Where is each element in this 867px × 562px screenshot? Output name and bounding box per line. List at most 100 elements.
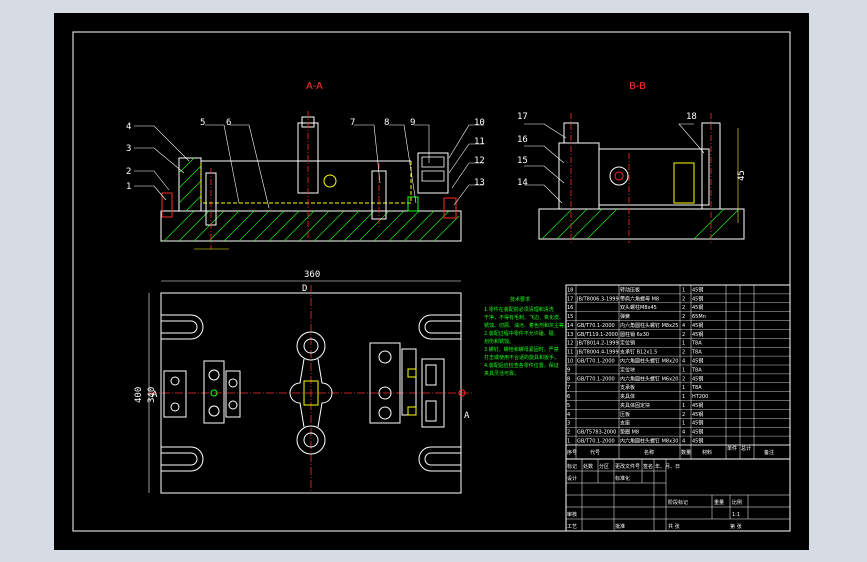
plan-left-block bbox=[163, 370, 187, 418]
bom-cell-material: 45钢 bbox=[692, 438, 703, 445]
bom-cell-qty: 2 bbox=[682, 376, 685, 382]
tb-zone: 分区 bbox=[599, 463, 609, 470]
bom-cell-material: 45钢 bbox=[692, 375, 703, 382]
bom-cell-no: 3 bbox=[567, 421, 570, 427]
section-aa-title: A-A bbox=[306, 81, 323, 92]
bom-cell-qty: 4 bbox=[682, 439, 685, 445]
bom-cell-no: 1 bbox=[567, 439, 570, 445]
plan-support-block bbox=[203, 360, 225, 424]
plan-right-locators bbox=[369, 342, 445, 428]
bom-cell-qty: 1 bbox=[682, 367, 685, 373]
bom-cell-name: 压板 bbox=[620, 411, 630, 418]
tb-stage: 阶段标记 bbox=[668, 499, 688, 506]
bom-header-total-weight: 总计 bbox=[741, 445, 751, 452]
technical-requirements: 技术要求 1.零件在装配前必须清理和清洗 干净，不得有毛刺、飞边、氧化皮、 锈蚀… bbox=[484, 296, 569, 377]
tech-note-line: 锈蚀、切屑、油污、着色剂和灰尘等。 bbox=[484, 322, 569, 329]
plan-width-dimension: 360 bbox=[304, 270, 320, 280]
bom-cell-qty: 1 bbox=[682, 287, 685, 293]
bom-cell-code: GB/T70.1-2000 bbox=[577, 376, 615, 382]
bom-cell-name: 圆柱销 6x30 bbox=[620, 331, 649, 338]
bom-cell-name: 垫圈 M8 bbox=[620, 429, 639, 436]
bom-cell-name: 支承板 bbox=[620, 384, 635, 391]
bom-cell-no: 8 bbox=[567, 376, 570, 382]
bom-cell-material: 45钢 bbox=[692, 358, 703, 365]
bom-cell-no: 7 bbox=[567, 385, 570, 391]
bb-base bbox=[538, 208, 745, 240]
bom-cell-material: 65Mn bbox=[692, 314, 706, 320]
bom-cell-material: T8A bbox=[691, 341, 702, 347]
tech-note-line: 3.螺钉、螺栓和螺母紧固时，严禁 bbox=[484, 346, 559, 353]
balloon-1: 1 bbox=[126, 182, 131, 192]
bom-cell-code: GB/T5783-2000 bbox=[577, 430, 616, 436]
aa-leaders bbox=[134, 124, 484, 209]
balloon-12: 12 bbox=[474, 156, 485, 166]
bom-cell-no: 13 bbox=[567, 332, 573, 338]
tech-note-line: 打击或使用不合适的旋具和扳手。 bbox=[484, 354, 559, 361]
bom-cell-material: 45钢 bbox=[692, 304, 703, 311]
aa-screw-13 bbox=[443, 197, 457, 219]
bom-cell-no: 16 bbox=[567, 305, 573, 311]
bom-cell-no: 15 bbox=[567, 314, 573, 320]
balloon-2: 2 bbox=[126, 167, 131, 177]
aa-screw-1 bbox=[161, 192, 173, 218]
bom-cell-code: GB/T70.1-2000 bbox=[577, 439, 615, 445]
plan-height-dimension: 400 bbox=[134, 387, 144, 403]
bom-cell-code: JB/T8004.4-1999 bbox=[576, 350, 619, 356]
tb-scale-value: 1:1 bbox=[732, 512, 740, 518]
bom-header-unit-weight: 单件 bbox=[727, 445, 737, 452]
bom-cell-name: 支座 bbox=[620, 420, 630, 427]
tech-note-line: 1.零件在装配前必须清理和清洗 bbox=[484, 306, 554, 313]
bom-cell-code: GB/T119.1-2000 bbox=[577, 332, 618, 338]
bom-header-qty: 数量 bbox=[681, 449, 691, 456]
section-bb-view: B-B 45 17 16 15 14 18 bbox=[517, 81, 747, 243]
bom-cell-qty: 2 bbox=[682, 412, 685, 418]
bom-cell-material: 45钢 bbox=[692, 331, 703, 338]
bom-column-lines bbox=[575, 285, 755, 459]
bom-cell-material: 45钢 bbox=[692, 402, 703, 409]
tb-scale: 比例 bbox=[732, 499, 742, 506]
bom-cell-name: 定位块 bbox=[620, 366, 635, 373]
bom-cell-qty: 1 bbox=[682, 341, 685, 347]
tech-notes-title: 技术要求 bbox=[510, 296, 530, 303]
section-aa-view: A-A bbox=[126, 81, 485, 250]
bom-cell-name: 夹具体 bbox=[620, 393, 635, 400]
aa-balloon-labels: 1 2 3 4 5 6 7 8 9 10 11 12 13 bbox=[126, 118, 485, 192]
bom-cell-qty: 1 bbox=[682, 385, 685, 391]
bom-cell-no: 2 bbox=[567, 430, 570, 436]
bom-cell-no: 4 bbox=[567, 412, 570, 418]
bom-cell-qty: 4 bbox=[682, 323, 685, 329]
balloon-8: 8 bbox=[384, 118, 389, 128]
tb-mark: 标记 bbox=[567, 463, 577, 470]
section-bb-title: B-B bbox=[629, 81, 646, 92]
bom-cell-material: T8A bbox=[691, 367, 702, 373]
tb-weight: 重量 bbox=[714, 499, 724, 506]
title-block: 标记 处数 分区 更改文件号 签名 年、月、日 设计 标准化 审核 工艺 批准 … bbox=[565, 458, 791, 532]
bom-cell-name: 带肩六角螺母 M8 bbox=[620, 295, 659, 302]
bom-cell-material: 45钢 bbox=[692, 429, 703, 436]
plan-section-mark-d: D bbox=[302, 284, 307, 294]
bom-cell-no: 17 bbox=[567, 296, 573, 302]
bom-cell-no: 6 bbox=[567, 394, 570, 400]
tb-signature: 签名 bbox=[643, 463, 653, 470]
bom-cell-material: HT200 bbox=[692, 394, 708, 400]
bom-cell-no: 11 bbox=[567, 350, 573, 356]
tech-note-line: 夹具灵活可靠。 bbox=[484, 370, 519, 377]
bom-cell-name: 内六角圆柱头螺钉 M8x20 bbox=[620, 358, 678, 365]
bom-cell-no: 18 bbox=[567, 287, 573, 293]
balloon-4: 4 bbox=[126, 122, 131, 132]
bom-cell-name: 内六角圆柱头螺钉 M8x25 bbox=[620, 322, 678, 329]
bom-cell-material: 45钢 bbox=[692, 411, 703, 418]
plan-height-dimension-2: 340 bbox=[147, 387, 157, 403]
balloon-3: 3 bbox=[126, 144, 131, 154]
aa-workpiece bbox=[200, 160, 412, 204]
tb-review: 审核 bbox=[567, 511, 577, 518]
bom-cell-no: 5 bbox=[567, 403, 570, 409]
tb-standard: 标准化 bbox=[615, 475, 630, 482]
bom-cell-code: JB/T8006.3-1999 bbox=[576, 296, 619, 302]
bom-cell-name: 双头螺柱M8x45 bbox=[620, 304, 657, 311]
cad-viewport[interactable]: A-A bbox=[54, 13, 809, 550]
plan-workpiece bbox=[289, 331, 333, 455]
bb-clamp-assembly bbox=[558, 142, 600, 210]
bom-cell-code: JB/T8014.2-1999 bbox=[576, 341, 619, 347]
